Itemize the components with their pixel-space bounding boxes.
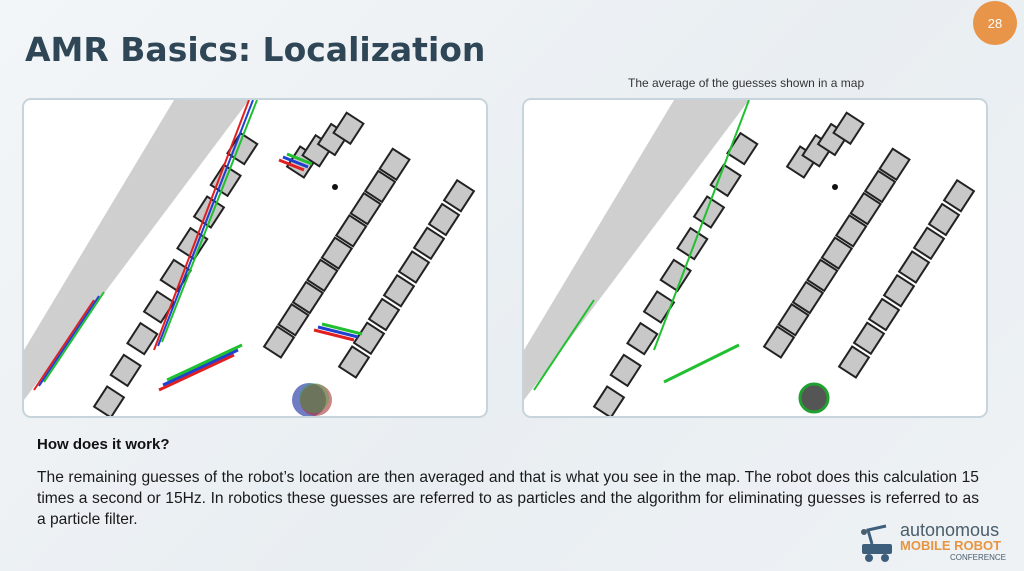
particle-scan <box>162 348 239 387</box>
section-heading: How does it work? <box>37 436 170 453</box>
map-block <box>592 385 626 416</box>
map-block <box>427 202 461 237</box>
map-block <box>363 169 397 204</box>
average-scan <box>663 343 740 384</box>
particle-scan <box>321 322 363 336</box>
map-block <box>863 169 897 204</box>
average-scan <box>653 100 750 351</box>
map-block <box>659 258 692 293</box>
particle-scan <box>317 325 359 339</box>
conference-logo: autonomous MOBILE ROBOT CONFERENCE <box>858 520 1018 565</box>
map-block <box>849 191 882 226</box>
map-block <box>337 345 371 379</box>
map-block <box>832 111 865 146</box>
wall-band <box>524 100 749 400</box>
particle-map <box>24 100 476 416</box>
map-block <box>852 321 886 356</box>
particle-scan <box>43 291 105 383</box>
map-block <box>878 147 911 182</box>
particle-scan <box>166 343 243 382</box>
map-block <box>367 297 401 332</box>
section-body: The remaining guesses of the robot’s loc… <box>37 469 979 528</box>
robot-average <box>798 382 830 414</box>
map-block <box>262 325 296 359</box>
logo-line2: MOBILE ROBOT <box>900 538 1002 553</box>
map-block <box>867 297 901 332</box>
particle-scan <box>286 152 313 166</box>
map-block <box>332 111 365 146</box>
map-block <box>109 353 142 388</box>
map-block <box>676 226 709 261</box>
map-block <box>352 321 386 356</box>
map-block <box>291 280 325 315</box>
map-block <box>709 163 742 198</box>
map-block <box>349 191 382 226</box>
right-map-caption: The average of the guesses shown in a ma… <box>628 76 865 90</box>
map-block <box>397 250 431 284</box>
map-block <box>897 250 931 284</box>
map-block <box>806 258 839 293</box>
map-average-image <box>522 98 988 418</box>
average-map <box>524 100 976 416</box>
robot-particle <box>299 383 329 413</box>
map-block <box>92 385 126 416</box>
particle-scan <box>158 353 235 392</box>
map-block <box>942 178 976 213</box>
map-block <box>927 202 961 237</box>
map-block <box>334 213 368 248</box>
map-block <box>412 226 446 261</box>
map-block <box>277 302 310 337</box>
particle-scan <box>33 299 95 391</box>
page-title: AMR Basics: Localization <box>25 30 486 69</box>
particle-scan <box>313 328 355 342</box>
map-block <box>882 273 916 308</box>
map-block <box>378 147 411 182</box>
map-block <box>626 321 659 356</box>
map-block <box>442 178 476 213</box>
map-block <box>791 280 825 315</box>
map-block <box>126 321 159 356</box>
map-block <box>306 258 339 293</box>
logo-line3: CONFERENCE <box>950 553 1007 562</box>
page-number-badge: 28 <box>973 1 1017 45</box>
robot-particle <box>300 384 332 416</box>
logo-line1: autonomous <box>900 520 1000 540</box>
particle-scan <box>153 100 250 351</box>
particle-scan <box>282 155 309 169</box>
map-point <box>332 184 338 190</box>
map-block <box>382 273 416 308</box>
map-block <box>320 236 354 271</box>
map-block <box>692 195 726 229</box>
map-point <box>832 184 838 190</box>
map-block <box>609 353 642 388</box>
robot-logo-icon <box>861 524 892 562</box>
particle-scan <box>157 100 254 347</box>
map-block <box>820 236 854 271</box>
average-scan <box>533 299 595 391</box>
map-block <box>834 213 868 248</box>
map-block <box>912 226 946 261</box>
particle-scan <box>278 158 305 172</box>
particle-scan <box>38 295 100 387</box>
map-block <box>777 302 810 337</box>
map-block <box>726 131 759 166</box>
map-block <box>837 345 871 379</box>
map-block <box>762 325 796 359</box>
map-particles-image <box>22 98 488 418</box>
particle-scan <box>161 100 258 343</box>
